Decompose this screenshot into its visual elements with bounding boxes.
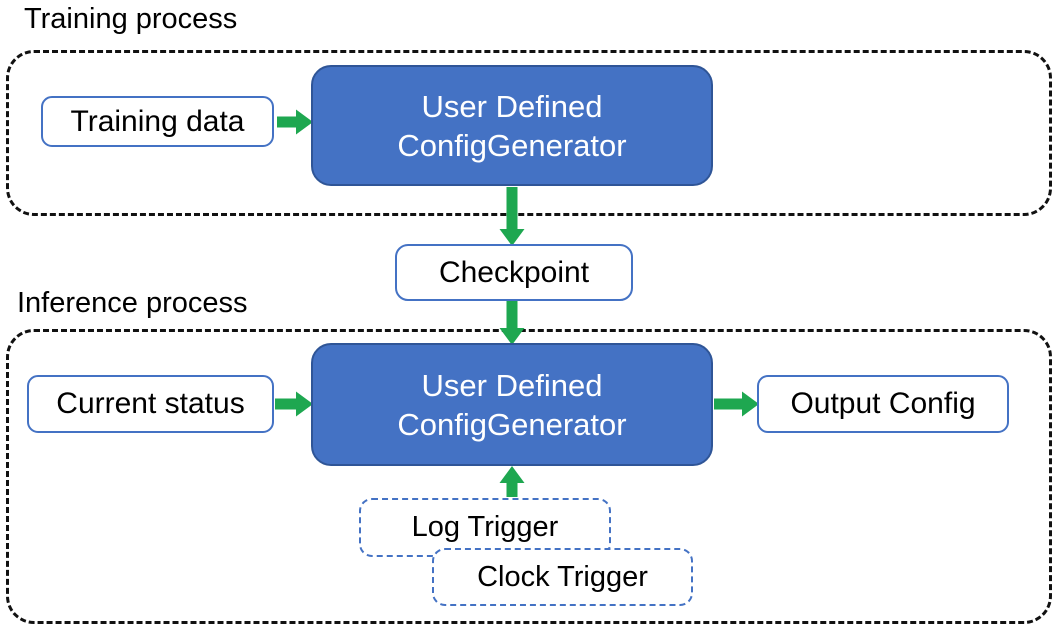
checkpoint-box: Checkpoint [395,244,633,301]
inference-process-label: Inference process [17,287,248,319]
clock-trigger-box: Clock Trigger [432,548,693,606]
current-status-label: Current status [56,387,245,420]
training-process-label: Training process [24,3,238,35]
log-trigger-box: Log Trigger [359,498,611,557]
training-config-generator-box: User Defined ConfigGenerator [311,65,713,186]
training-process-container [6,50,1052,216]
training-data-label: Training data [70,104,245,138]
training-generator-line2: ConfigGenerator [397,127,627,163]
inference-generator-line1: User Defined [421,367,603,403]
clock-trigger-label: Clock Trigger [477,560,648,593]
output-config-label: Output Config [790,387,976,420]
checkpoint-label: Checkpoint [438,255,590,289]
inference-generator-line2: ConfigGenerator [397,406,627,442]
inference-process-container [6,329,1052,624]
output-config-box: Output Config [757,375,1009,433]
current-status-box: Current status [27,375,274,433]
log-trigger-label: Log Trigger [411,511,559,543]
inference-config-generator-box: User Defined ConfigGenerator [311,343,713,466]
training-generator-line1: User Defined [421,88,603,124]
training-data-box: Training data [41,96,274,147]
